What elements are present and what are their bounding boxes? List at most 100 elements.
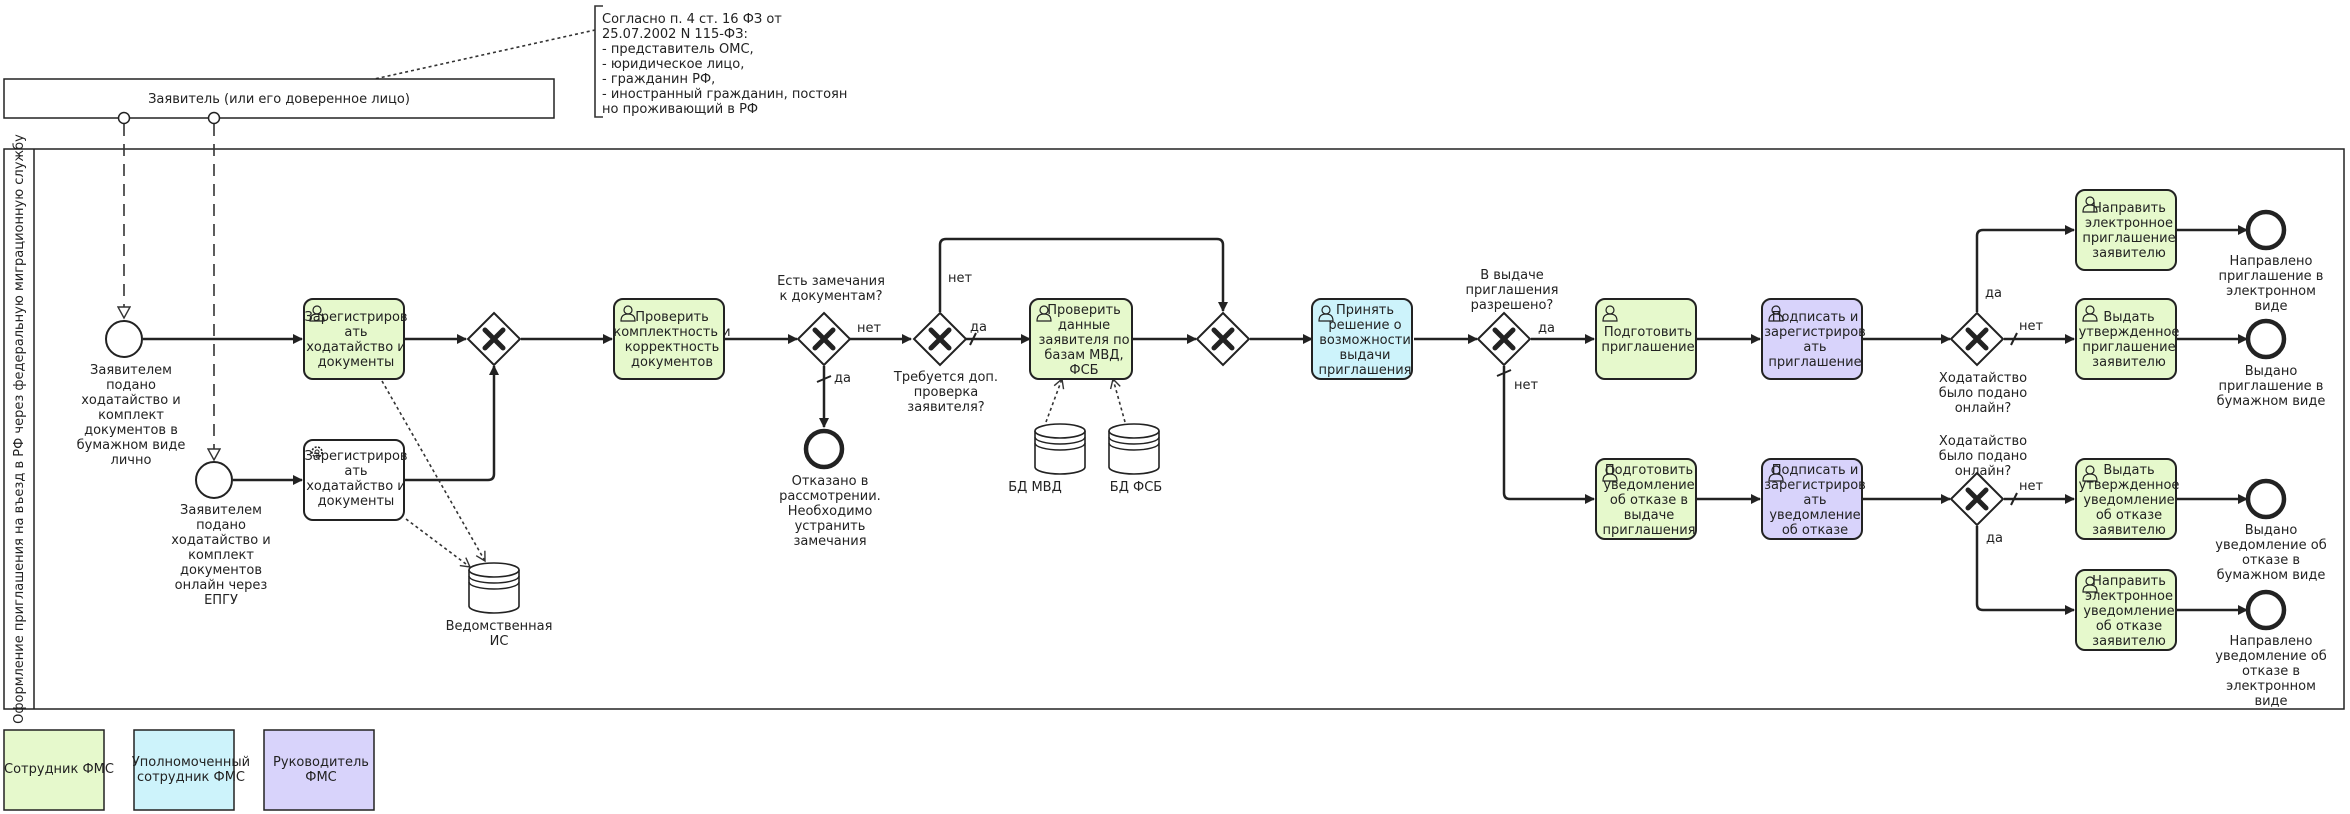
text-line: приглашения [1319, 363, 1412, 378]
text-line: зарегистриров [1764, 478, 1866, 493]
default-flow-ticks [816, 332, 2018, 506]
text-line: приглашения [1603, 523, 1696, 538]
text-line: комплектность и [613, 325, 730, 340]
text-line: приглашение [1768, 355, 1861, 370]
start-event-paper [105, 320, 143, 358]
user-icon [1768, 465, 1784, 482]
text-line: комплект [98, 408, 164, 423]
text-line: электронное [2085, 589, 2173, 604]
text-line: Ведомственная [446, 619, 553, 634]
start-event-online [195, 461, 233, 499]
text-line: Направлено [2230, 634, 2313, 649]
text-line: ЕПГУ [204, 593, 238, 608]
label-yes: да [834, 371, 851, 386]
end-event-refusal-paper [2245, 478, 2287, 520]
text-line: Есть замечания [777, 274, 885, 289]
label-yes: да [1985, 286, 2002, 301]
text-line: зарегистриров [1764, 325, 1866, 340]
text-line: Выдано [2245, 364, 2298, 379]
text-line: - представитель ОМС, [602, 42, 754, 57]
gateway-merge-check [1195, 311, 1251, 367]
text-line: разрешено? [1471, 298, 1554, 313]
text-line: базам МВД, [1044, 348, 1123, 363]
text-line: утвержденное [2079, 325, 2180, 340]
text-line: виде [2254, 694, 2287, 709]
label-no: нет [2019, 479, 2043, 494]
text-line: об отказе [1782, 523, 1848, 538]
text-line: ать [1803, 340, 1826, 355]
text-line: утвержденное [2079, 478, 2180, 493]
text-line: решение о [1328, 318, 1401, 333]
text-line: устранить [795, 519, 866, 534]
text-line: Зарегистриров [304, 310, 407, 325]
main-pool: Оформление приглашения на въезд в РФ чер… [3, 134, 2345, 724]
text-line: бумажном виде [2217, 568, 2326, 583]
association-vedom-1 [381, 380, 486, 563]
text-line: Уполномоченный [132, 755, 250, 770]
text-line: рассмотрении. [779, 489, 881, 504]
text-line: бумажном виде [2217, 394, 2326, 409]
text-line: Подписать и [1772, 463, 1859, 478]
text-line: Заявителем [90, 363, 172, 378]
user-icon [1602, 465, 1618, 482]
legend-swatch-employee [3, 729, 105, 811]
text-line: об отказе [2096, 619, 2162, 634]
user-icon [1768, 305, 1784, 322]
text-line: ФСБ [1069, 363, 1098, 378]
text-line: Отказано в [792, 474, 869, 489]
legend-swatch-authorized [133, 729, 235, 811]
association-mvd [1045, 377, 1065, 423]
text-line: сотрудник ФМС [137, 770, 245, 785]
text-line: Выдать [2103, 310, 2154, 325]
text-line: заявителю [2092, 355, 2166, 370]
applicant-pool-label: Заявитель (или его доверенное лицо) [148, 92, 410, 107]
label-no: нет [857, 321, 881, 336]
text-line: ходатайство и [171, 533, 271, 548]
text-line: но проживающий в РФ [602, 102, 758, 117]
text-line: лично [111, 453, 152, 468]
text-line: отказе в [2242, 664, 2300, 679]
text-line: к документам? [779, 289, 882, 304]
text-line: заявителя? [907, 400, 984, 415]
label-no: нет [948, 271, 972, 286]
database-icon-mvd [1034, 423, 1086, 475]
text-line: Подготовить [1605, 463, 1693, 478]
label-yes: да [1986, 531, 2003, 546]
flow-labels: нет да нет да да нет да нет нет да [834, 271, 2043, 546]
text-line: Ходатайство [1939, 371, 2027, 386]
text-line: ать [344, 464, 367, 479]
text-line: уведомление [2083, 604, 2174, 619]
text-line: заявителя по [1038, 333, 1129, 348]
text-line: ходатайство и [81, 393, 181, 408]
label-yes: да [1538, 321, 1555, 336]
text-line: онлайн? [1955, 464, 2012, 479]
end-event-invitation-electronic [2245, 209, 2287, 251]
user-icon [1318, 305, 1334, 322]
text-line: онлайн через [175, 578, 268, 593]
